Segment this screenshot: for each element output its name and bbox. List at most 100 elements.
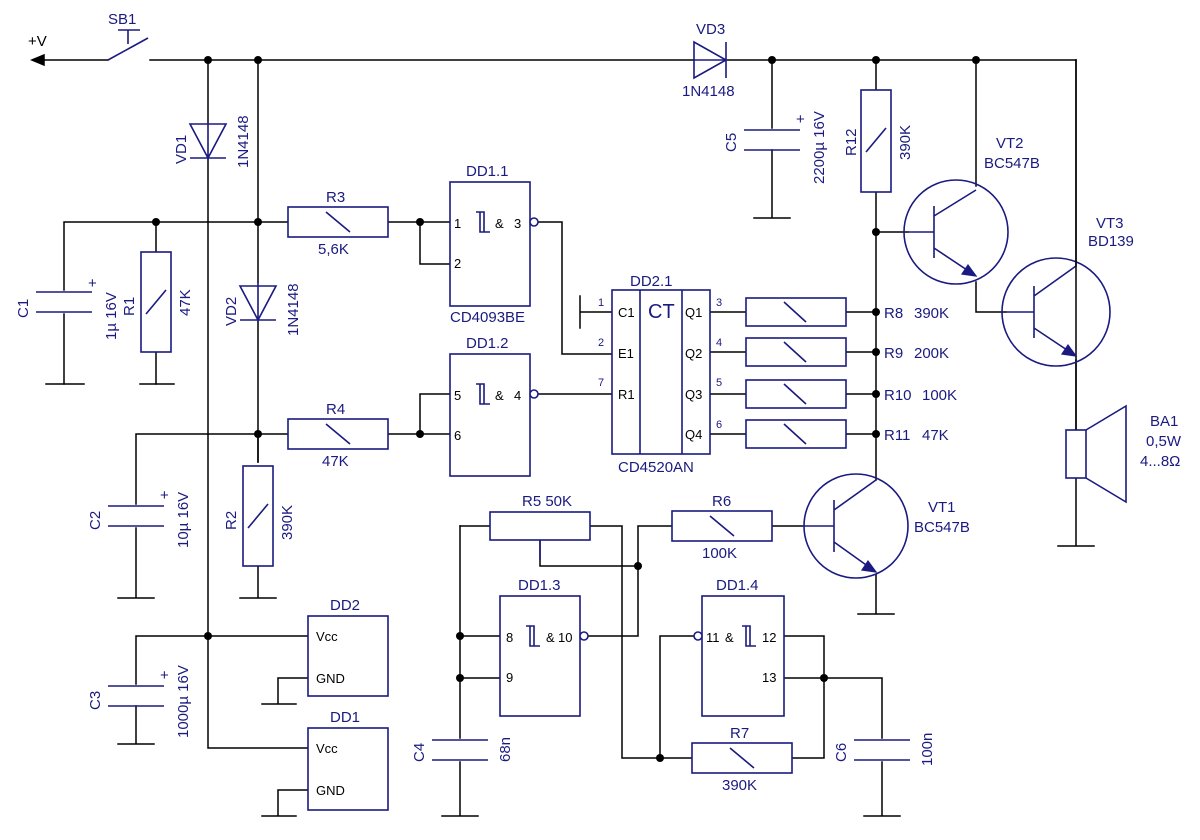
dd1-gnd: GND [316, 783, 345, 798]
junctions [152, 56, 980, 762]
vt1-ref: VT1 [928, 499, 956, 516]
gate-dd1-1: DD1.1 1 2 & 3 CD4093BE [449, 163, 539, 326]
resistor-r7: R7 390K [691, 725, 793, 794]
dd1-1-in2: 2 [454, 256, 461, 271]
r1-ref: R1 [121, 297, 138, 316]
c6-ref: C6 [833, 743, 850, 762]
counter-pin-5: 5 [716, 377, 722, 389]
dd1-2-ref: DD1.2 [466, 335, 509, 352]
resistor-r1: R1 47K [121, 251, 194, 353]
dd1-vcc: Vcc [316, 741, 338, 756]
counter-out-q3: Q3 [685, 387, 702, 402]
r8-value: 390K [914, 305, 949, 322]
dd1-4-out: 12 [762, 630, 776, 645]
dd1-4-in1: 11 [706, 630, 720, 645]
r1-value: 47K [177, 289, 194, 316]
r3-ref: R3 [326, 189, 345, 206]
counter-out-q1: Q1 [685, 305, 702, 320]
r10-ref: R10 [884, 387, 912, 404]
c3-value: 1000µ 16V [175, 665, 192, 738]
dd1-3-ref: DD1.3 [518, 577, 561, 594]
dd1-2-in2: 6 [454, 428, 461, 443]
supply-label: +V [28, 33, 47, 50]
transistor-vt1: VT1 BC547B [802, 473, 970, 579]
vt2-ref: VT2 [996, 135, 1024, 152]
capacitor-c3: + C3 1000µ 16V [87, 665, 192, 738]
counter-out-q2: Q2 [685, 346, 702, 361]
c1-polarity: + [88, 275, 97, 292]
counter-pin-1: 1 [598, 297, 604, 309]
c1-ref: C1 [15, 299, 32, 318]
vd1-ref: VD1 [173, 135, 190, 164]
resistor-r2: R2 390K [223, 465, 296, 567]
c2-polarity: + [160, 487, 169, 504]
resistor-r5: R5 50K [489, 493, 591, 560]
c1-value: 1µ 16V [103, 292, 120, 340]
counter-in-c1: C1 [618, 305, 635, 320]
resistor-r4: R4 47K [287, 401, 389, 470]
r12-ref: R12 [843, 128, 860, 156]
r8-ref: R8 [884, 305, 903, 322]
diode-vd3: VD3 1N4148 [682, 21, 735, 100]
dd2-gnd: GND [316, 671, 345, 686]
diode-vd1: VD1 1N4148 [173, 115, 252, 168]
c5-value: 2200µ 16V [811, 111, 828, 184]
dd1-4-in2: 13 [762, 670, 776, 685]
resistor-r9: R9 200K [745, 337, 949, 367]
counter-in-e1: E1 [618, 346, 634, 361]
counter-pin-6: 6 [716, 419, 722, 431]
counter-out-q4: Q4 [685, 427, 702, 442]
r9-ref: R9 [884, 345, 903, 362]
resistor-r10: R10 100K [745, 379, 957, 409]
vt2-part: BC547B [984, 155, 1040, 172]
vt1-part: BC547B [914, 519, 970, 536]
counter-pin-7: 7 [598, 377, 604, 389]
gate-dd1-3: DD1.3 8 9 & 10 [499, 577, 589, 717]
c2-value: 10µ 16V [175, 492, 192, 548]
c2-ref: C2 [87, 511, 104, 530]
counter-pin-2: 2 [598, 337, 604, 349]
r4-value: 47K [322, 453, 349, 470]
dd1-ref: DD1 [330, 709, 360, 726]
speaker-impedance: 4...8Ω [1140, 453, 1180, 470]
capacitor-c2: + C2 10µ 16V [87, 487, 192, 548]
r2-value: 390K [279, 505, 296, 540]
resistor-r3: R3 5,6K [287, 189, 389, 258]
r10-value: 100K [922, 387, 957, 404]
counter-part: CD4520AN [618, 459, 694, 476]
capacitor-c6: C6 100n [833, 733, 936, 766]
r2-ref: R2 [223, 511, 240, 530]
r4-ref: R4 [326, 401, 345, 418]
vd3-ref: VD3 [696, 21, 725, 38]
vd3-part: 1N4148 [682, 83, 735, 100]
vd1-part: 1N4148 [235, 115, 252, 168]
capacitor-c4: C4 68n [411, 737, 514, 762]
counter-title: CT [648, 301, 675, 323]
c4-ref: C4 [411, 743, 428, 762]
diode-vd2: VD2 1N4148 [223, 282, 302, 336]
dd1-3-in1: 8 [506, 630, 513, 645]
dd1-1-in1: 1 [454, 216, 461, 231]
capacitor-c1: + C1 1µ 16V [15, 275, 120, 340]
speaker-ref: BA1 [1150, 413, 1178, 430]
capacitor-c5: + C5 2200µ 16V [723, 111, 828, 184]
resistor-r12: R12 390K [843, 89, 914, 193]
c6-value: 100n [919, 733, 936, 766]
supply-terminal: +V [28, 33, 47, 50]
counter-pin-4: 4 [716, 337, 722, 349]
r7-value: 390K [722, 777, 757, 794]
r11-value: 47K [922, 427, 949, 444]
resistor-r8: R8 390K [745, 297, 949, 327]
c3-polarity: + [160, 667, 169, 684]
vt3-ref: VT3 [1096, 215, 1124, 232]
dd1-1-ref: DD1.1 [466, 163, 509, 180]
c3-ref: C3 [87, 691, 104, 710]
r11-ref: R11 [884, 427, 910, 444]
gate-dd1-4: DD1.4 11 & 12 13 [693, 577, 785, 717]
dd1-3-out: 10 [558, 630, 572, 645]
r9-value: 200K [914, 345, 949, 362]
dd2-vcc: Vcc [316, 629, 338, 644]
r6-value: 100K [702, 545, 737, 562]
r12-value: 390K [897, 125, 914, 160]
